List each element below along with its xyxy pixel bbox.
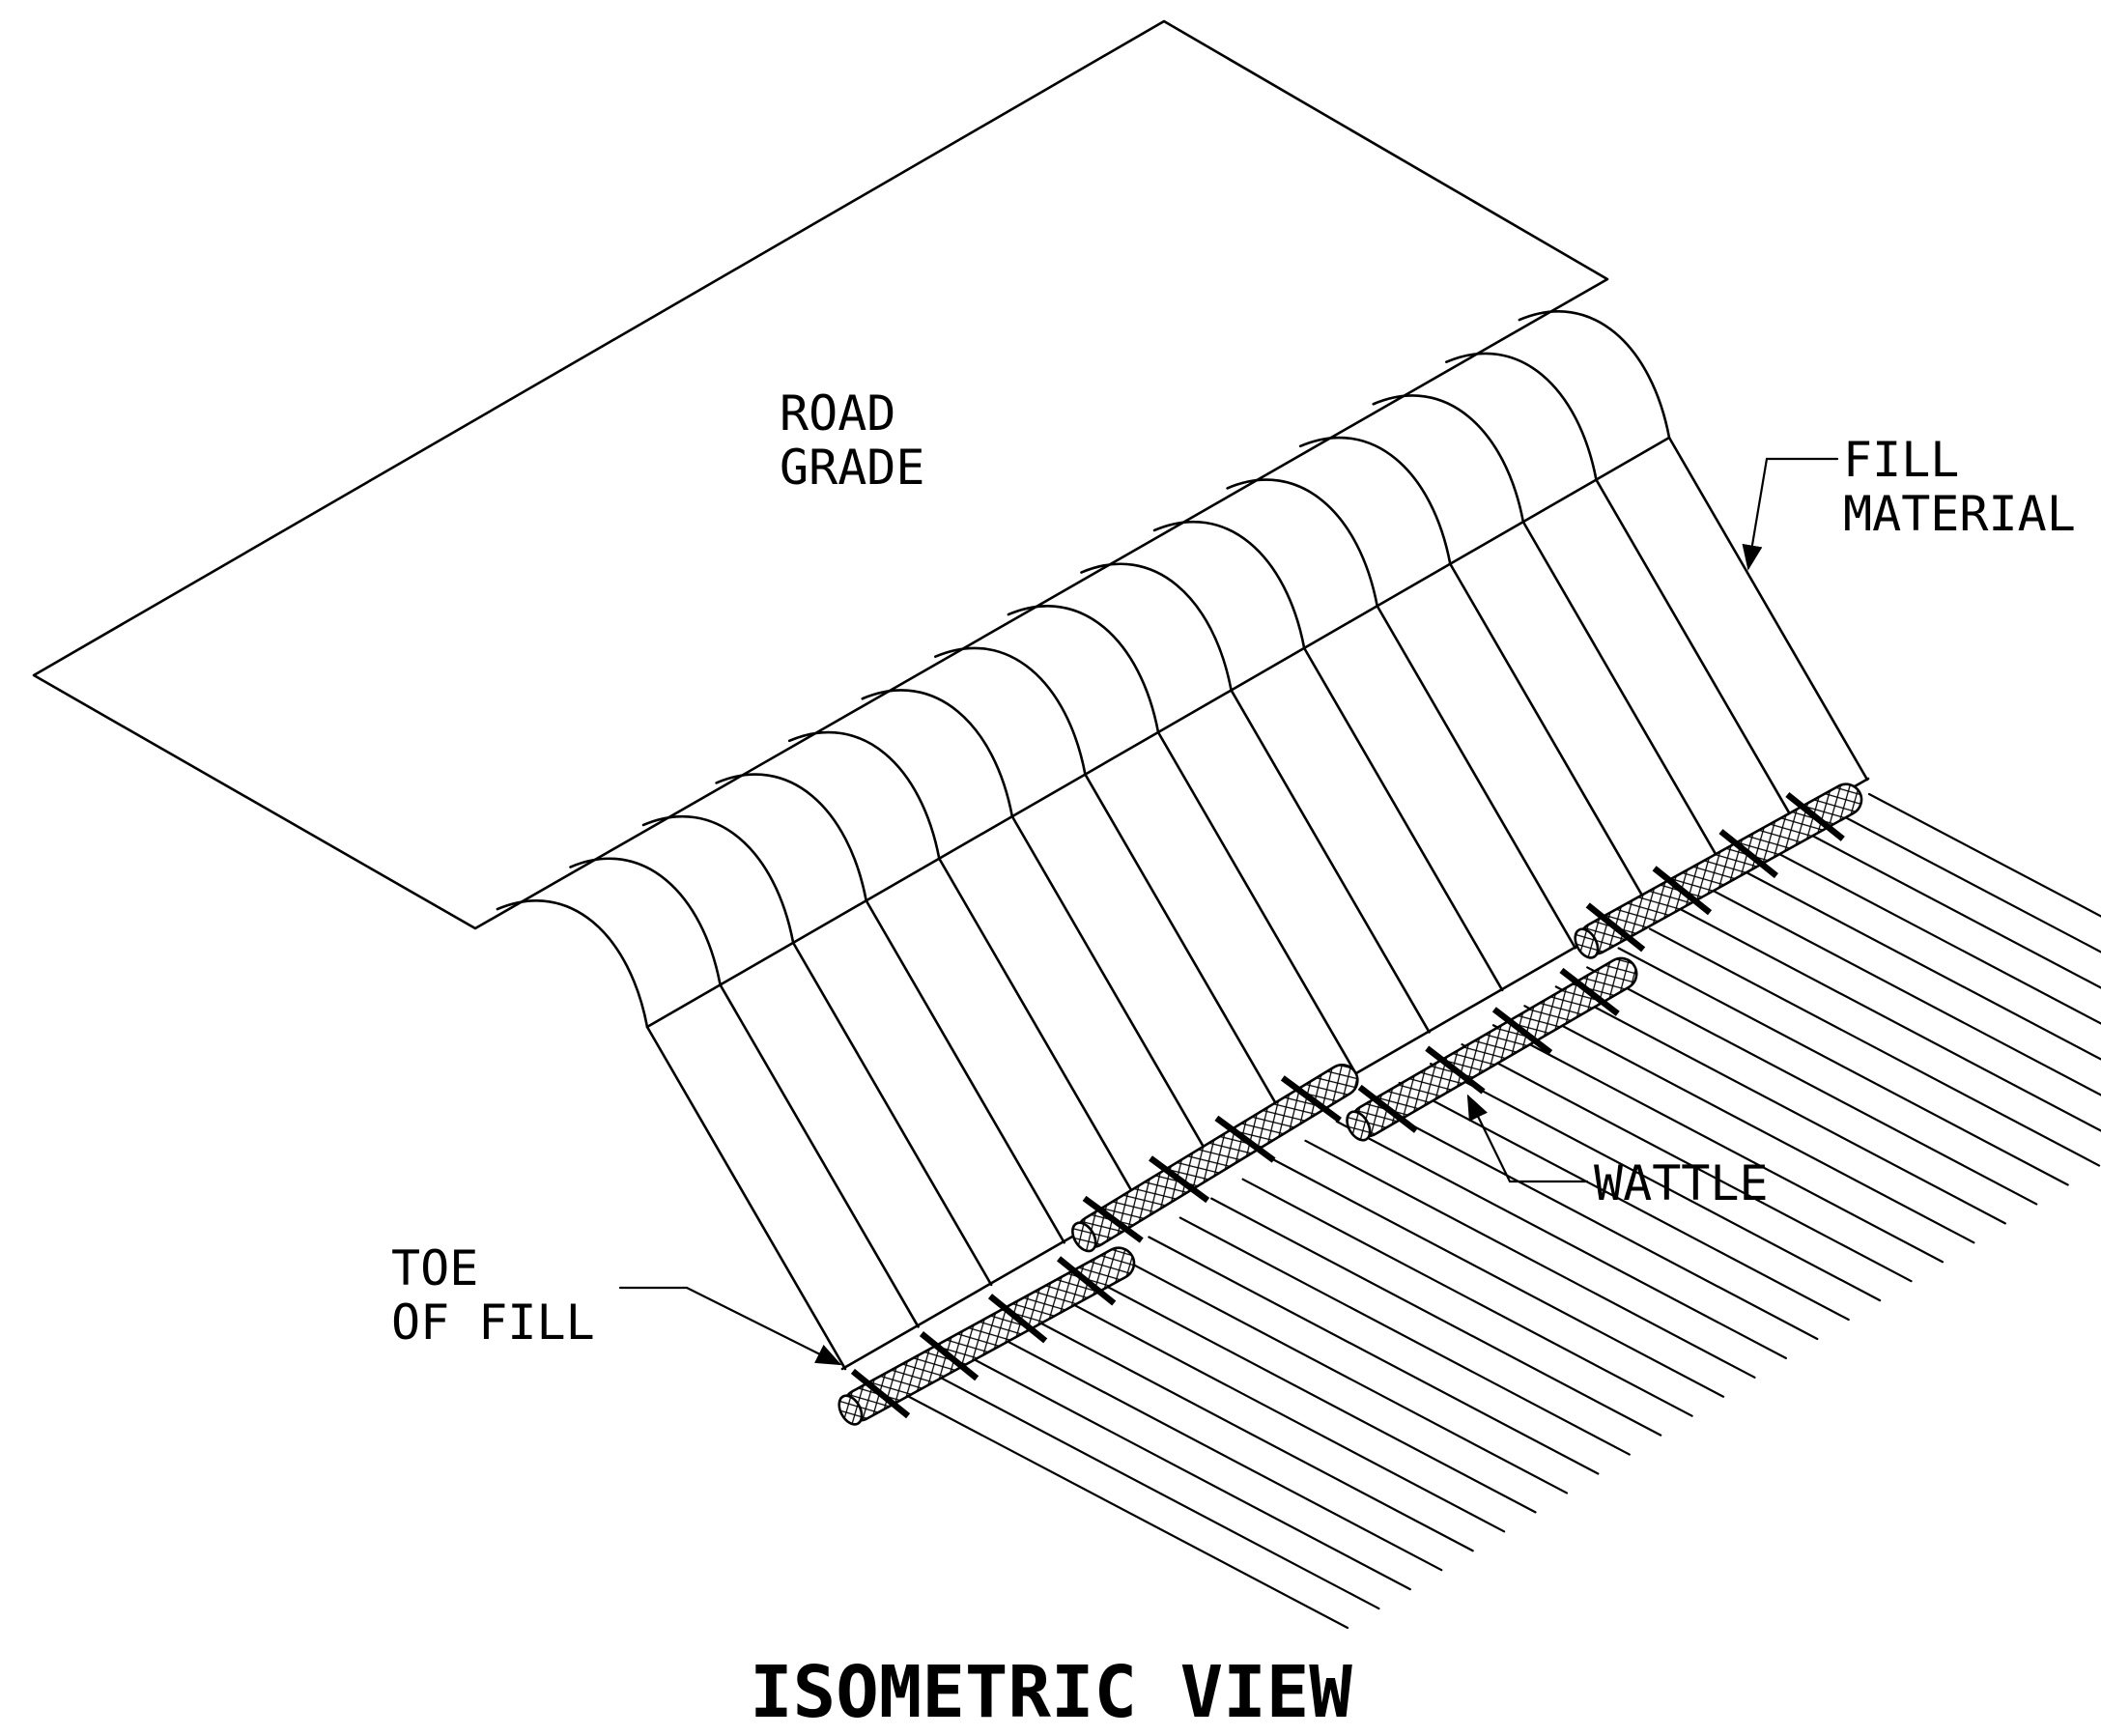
wattle-stake [1149, 1155, 1210, 1204]
slope-line [1302, 646, 1504, 992]
slope-line [1156, 730, 1358, 1076]
crest-arc [934, 646, 1087, 776]
wattle-end [1574, 927, 1600, 959]
wattle-4 [1574, 783, 1863, 959]
wattle-leader [1466, 1094, 1589, 1183]
fill-material-label: FILL MATERIAL [1843, 432, 2076, 542]
slope-line [719, 983, 920, 1328]
slope-line [1521, 520, 1723, 866]
ground-line [1617, 947, 2069, 1186]
crest-arc [641, 814, 795, 945]
slope-line [1010, 814, 1212, 1160]
wattle-2 [1071, 1064, 1359, 1253]
ground-line [896, 1389, 1349, 1630]
ground-line [1148, 1236, 1600, 1475]
wattles [838, 783, 1863, 1426]
ground-line [991, 1332, 1443, 1572]
fill-slope [496, 310, 1870, 1371]
ground-line [1178, 1216, 1631, 1456]
slope-line [1448, 562, 1650, 908]
wattle-stake [1280, 1075, 1342, 1124]
ground-line [928, 1370, 1380, 1610]
slope-line [865, 898, 1066, 1244]
crest-arc [1445, 352, 1598, 481]
slope-line [1376, 604, 1577, 950]
ground-line [1210, 1197, 1662, 1437]
road-grade-surface [32, 19, 1609, 930]
slope-line [791, 941, 993, 1287]
ground-line [1241, 1178, 1693, 1417]
ground-line [1711, 889, 2101, 1096]
ground-line [1554, 985, 2006, 1225]
wattle-label: WATTLE [1594, 1155, 1769, 1211]
ground-line [1022, 1313, 1474, 1552]
crest-arc [1518, 310, 1671, 440]
wattle-stake [987, 1294, 1048, 1344]
slope-line [1230, 689, 1431, 1034]
ground-line [1774, 850, 2101, 1025]
ground-line [1116, 1255, 1569, 1494]
ground-line [1335, 1120, 1787, 1360]
wattle-stake [1082, 1195, 1144, 1243]
wattle-1 [838, 1246, 1136, 1426]
ground-line [1053, 1294, 1506, 1533]
ground-line [1586, 966, 2038, 1206]
crest-arc [496, 899, 649, 1029]
crest-arc [787, 730, 941, 861]
ground-line [1430, 1062, 1882, 1302]
ground-line [1304, 1139, 1756, 1379]
road-grade-label: ROAD GRADE [780, 385, 925, 496]
wattle-stake [850, 1368, 911, 1419]
ground-line [1367, 1100, 1819, 1341]
wattle-stake [1585, 902, 1646, 953]
crest-arc [861, 689, 1014, 818]
crest-arc [1226, 478, 1379, 608]
ground-line [1491, 1024, 1945, 1264]
slope-line [1667, 436, 1869, 782]
crest-arc [715, 773, 868, 902]
wattle-stake [1357, 1084, 1418, 1133]
ground-lines [896, 792, 2101, 1630]
wattle-stake [1425, 1045, 1486, 1095]
wattle-stake [1652, 866, 1713, 916]
crest-arc [1080, 562, 1233, 692]
wattle-stake [1214, 1115, 1276, 1163]
wattle-end [838, 1394, 864, 1426]
slope-line [1084, 773, 1285, 1118]
wattle-stake [919, 1331, 980, 1381]
crest-arc [1007, 605, 1160, 734]
ground-line [1461, 1043, 1913, 1283]
toe-of-fill-label: TOE OF FILL [391, 1240, 595, 1351]
ground-line [1836, 811, 2101, 953]
ground-line [959, 1352, 1411, 1591]
crest-arc [1298, 436, 1452, 566]
ground-line [1648, 927, 2101, 1167]
ground-line [1398, 1081, 1850, 1322]
ground-line [1272, 1158, 1725, 1398]
crest-arc [569, 857, 722, 986]
slope-line [1595, 478, 1796, 823]
wattle-end [1071, 1221, 1097, 1253]
crest-arc [1372, 394, 1525, 524]
wattle-3 [1346, 956, 1638, 1142]
toe-of-fill-leader [618, 1286, 842, 1366]
slope-line [645, 1025, 847, 1371]
wattle-end [1346, 1110, 1372, 1142]
wattle-stake [1718, 829, 1778, 879]
ground-line [1743, 869, 2101, 1061]
wattle-stake [1559, 967, 1620, 1016]
diagram-title: ISOMETRIC VIEW [750, 1651, 1352, 1734]
ground-line [1523, 1005, 1975, 1244]
slope-line [937, 857, 1139, 1203]
wattle-stake [1491, 1007, 1553, 1056]
fill-material-leader [1742, 457, 1839, 571]
ground-line [1085, 1274, 1537, 1514]
ground-line [1867, 792, 2101, 918]
ground-line [1805, 831, 2101, 989]
wattle-stake [1785, 791, 1845, 841]
ground-line [1680, 908, 2101, 1132]
wattle-stake [1056, 1256, 1117, 1306]
crest-arc [1152, 520, 1306, 650]
